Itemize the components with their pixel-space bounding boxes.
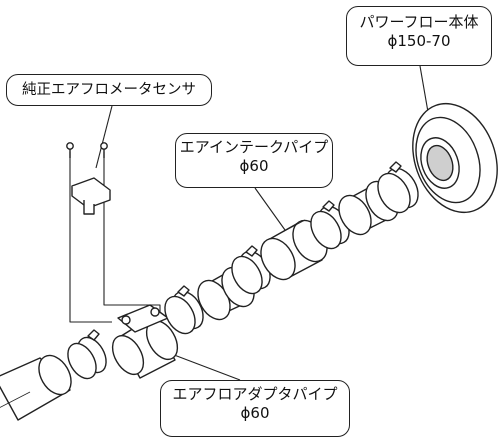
powerflow-filter-body [412,102,498,214]
airflow-meter-sensor [71,177,111,215]
hose-clamp-5 [377,161,419,214]
intake-duct [0,354,72,421]
callout-adapter-pipe: エアフロアダプタパイプ ϕ60 [160,380,350,437]
powerflow-body-name: パワーフロー本体 [359,13,479,31]
intake-pipe-size: ϕ60 [239,156,269,175]
callout-powerflow-body: パワーフロー本体 ϕ150-70 [346,6,492,66]
powerflow-body-size: ϕ150-70 [387,31,451,50]
callout-airflow-sensor: 純正エアフロメータセンサ [6,74,212,106]
hose-clamp-2 [164,285,204,335]
adapter-pipe-name: エアフロアダプタパイプ [172,385,338,403]
intake-pipe-name: エアインテークパイプ [179,138,329,156]
hose-clamp-1 [67,329,107,380]
mounting-screw-right [100,142,108,158]
callout-intake-pipe: エアインテークパイプ ϕ60 [175,133,333,188]
adapter-pipe-size: ϕ60 [240,403,270,422]
hose-clamp-4 [310,200,350,250]
airflow-sensor-name: 純正エアフロメータセンサ [22,82,196,98]
mounting-screw-left [66,142,74,158]
airflow-adapter-pipe [111,304,179,379]
